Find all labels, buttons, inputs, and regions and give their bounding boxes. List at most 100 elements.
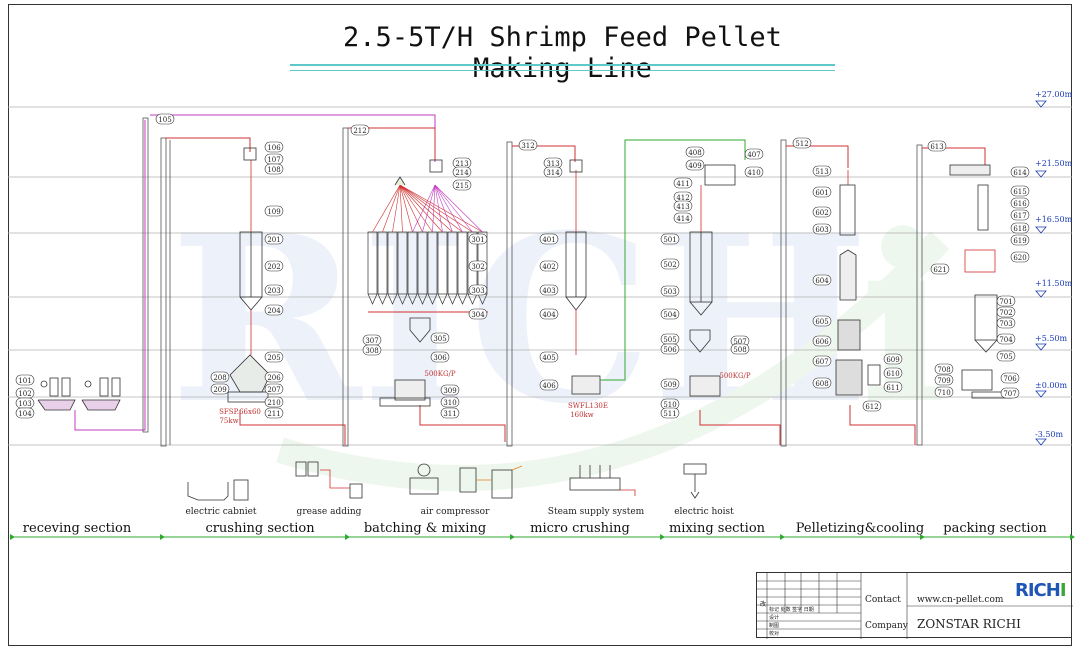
elevation-marker-4 bbox=[1035, 343, 1047, 351]
equipment-tag-605: 605 bbox=[812, 315, 832, 327]
svg-text:215: 215 bbox=[455, 182, 468, 190]
equipment-tag-413: 413 bbox=[673, 200, 693, 212]
svg-text:603: 603 bbox=[815, 226, 828, 234]
svg-text:615: 615 bbox=[1013, 188, 1026, 196]
elevation-marker-0 bbox=[1035, 100, 1047, 108]
svg-text:413: 413 bbox=[676, 203, 689, 211]
distributor-pipe bbox=[399, 184, 443, 233]
section-arrow-3 bbox=[510, 534, 515, 540]
equipment-tag-305: 305 bbox=[430, 332, 450, 344]
richi-logo: RICHI bbox=[1015, 580, 1067, 601]
batching-bin-hopper bbox=[457, 293, 468, 305]
svg-text:604: 604 bbox=[815, 277, 829, 285]
title-underline-thin bbox=[290, 70, 835, 71]
equipment-tag-510: 510 bbox=[660, 398, 680, 410]
batching-bin-hopper bbox=[427, 293, 438, 305]
title-block-row-2: 设计 bbox=[769, 615, 780, 621]
equipment-tag-407: 407 bbox=[744, 148, 764, 160]
svg-text:509: 509 bbox=[663, 381, 676, 389]
svg-text:613: 613 bbox=[930, 143, 943, 151]
electric-hoist-icon bbox=[683, 463, 707, 499]
equipment-tag-613: 613 bbox=[927, 140, 947, 152]
diagram-title: 2.5-5T/H Shrimp Feed Pellet Making Line bbox=[343, 22, 782, 84]
title-block-grid bbox=[757, 573, 1073, 639]
svg-text:614: 614 bbox=[1013, 169, 1027, 177]
batching-bin-hopper bbox=[447, 293, 458, 305]
equipment-tag-302: 302 bbox=[468, 260, 488, 272]
elevation-marker-5 bbox=[1035, 390, 1047, 398]
svg-text:306: 306 bbox=[433, 354, 447, 362]
svg-text:405: 405 bbox=[542, 354, 555, 362]
electric-cabinet-icon bbox=[187, 479, 249, 501]
equipment-tag-501: 501 bbox=[660, 233, 680, 245]
distributor-pipe bbox=[399, 184, 433, 233]
distributor-pipe bbox=[434, 184, 473, 233]
batching-bin-hopper bbox=[367, 293, 378, 305]
equipment-tag-101: 101 bbox=[15, 374, 35, 386]
equipment-tag-214: 214 bbox=[452, 166, 472, 178]
equipment-tag-618: 618 bbox=[1010, 222, 1030, 234]
equipment-tag-611: 611 bbox=[883, 381, 903, 393]
batching-bin-hopper bbox=[477, 293, 488, 305]
section-arrow-1 bbox=[160, 534, 165, 540]
equipment-tag-504: 504 bbox=[660, 308, 680, 320]
svg-text:407: 407 bbox=[747, 151, 760, 159]
equipment-tag-511: 511 bbox=[660, 407, 680, 419]
svg-text:309: 309 bbox=[443, 387, 456, 395]
svg-text:609: 609 bbox=[886, 356, 899, 364]
title-block-mark: 改 bbox=[760, 601, 767, 608]
svg-text:703: 703 bbox=[999, 320, 1012, 328]
svg-text:108: 108 bbox=[267, 166, 280, 174]
elevation-lines bbox=[8, 100, 1072, 446]
elevation-marker-6 bbox=[1035, 438, 1047, 446]
svg-text:608: 608 bbox=[815, 380, 828, 388]
svg-text:710: 710 bbox=[937, 389, 950, 397]
svg-text:508: 508 bbox=[733, 346, 746, 354]
section-arrow-4 bbox=[660, 534, 665, 540]
svg-text:101: 101 bbox=[18, 377, 31, 385]
distributor-pipe bbox=[422, 184, 436, 233]
svg-text:704: 704 bbox=[999, 336, 1013, 344]
batching-bin-hopper bbox=[397, 293, 408, 305]
equipment-tag-303: 303 bbox=[468, 284, 488, 296]
svg-text:512: 512 bbox=[795, 140, 808, 148]
equipment-tag-404: 404 bbox=[539, 308, 559, 320]
svg-text:406: 406 bbox=[542, 382, 556, 390]
svg-text:201: 201 bbox=[267, 236, 280, 244]
svg-text:502: 502 bbox=[663, 261, 676, 269]
equipment-tag-617: 617 bbox=[1010, 209, 1030, 221]
svg-text:505: 505 bbox=[663, 336, 676, 344]
equipment-tag-212: 212 bbox=[350, 124, 370, 136]
air-compressor-icon bbox=[409, 463, 523, 499]
svg-text:207: 207 bbox=[267, 386, 280, 394]
equipment-tag-616: 616 bbox=[1010, 197, 1030, 209]
equipment-tag-708: 708 bbox=[934, 363, 954, 375]
svg-text:616: 616 bbox=[1013, 200, 1027, 208]
svg-text:503: 503 bbox=[663, 288, 676, 296]
svg-text:308: 308 bbox=[365, 347, 378, 355]
level-label-27: +27.00m bbox=[1035, 90, 1073, 99]
receiving-equipment bbox=[37, 377, 121, 411]
svg-text:404: 404 bbox=[542, 311, 556, 319]
equipment-tag-205: 205 bbox=[264, 351, 284, 363]
aux-label-electric-hoist: electric hoist bbox=[674, 507, 734, 517]
section-arrow-7 bbox=[1070, 534, 1075, 540]
svg-text:303: 303 bbox=[471, 287, 484, 295]
equipment-tag-314: 314 bbox=[543, 166, 563, 178]
svg-text:602: 602 bbox=[815, 209, 828, 217]
svg-text:411: 411 bbox=[676, 180, 689, 188]
equipment-tag-607: 607 bbox=[812, 355, 832, 367]
equipment-tag-506: 506 bbox=[660, 343, 680, 355]
aux-label-electric-cabinet: electric cabniet bbox=[185, 507, 257, 517]
equipment-tag-106: 106 bbox=[264, 141, 284, 153]
distributor-pipe bbox=[392, 184, 401, 233]
mixer-2-capacity-label: 500KG/P bbox=[719, 372, 751, 380]
svg-text:707: 707 bbox=[1003, 390, 1016, 398]
section-label-mixing: mixing section bbox=[668, 521, 766, 536]
equipment-tag-102: 102 bbox=[15, 387, 35, 399]
svg-text:209: 209 bbox=[213, 386, 226, 394]
equipment-tag-307: 307 bbox=[362, 334, 382, 346]
equipment-tag-603: 603 bbox=[812, 223, 832, 235]
equipment-tag-203: 203 bbox=[264, 284, 284, 296]
